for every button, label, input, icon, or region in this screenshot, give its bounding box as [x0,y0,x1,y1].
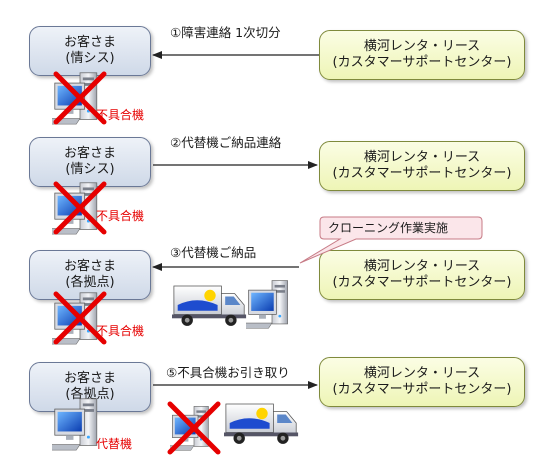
customer-box-3: お客さま (各拠点) [29,250,151,300]
arrow-label-3: ③代替機ご納品 [170,245,257,260]
customer-dept: (情シス) [65,162,115,177]
customer-box-1: お客さま (情シス) [29,26,151,76]
customer-dept: (各拠点) [65,275,115,290]
arrow-label-4: ⑤不具合機お引き取り [166,365,290,380]
arrow-left-1 [152,51,319,59]
partner-box-3: 横河レンタ・リース (カスタマーサポートセンター) [319,250,525,300]
partner-box-4: 横河レンタ・リース (カスタマーサポートセンター) [319,357,525,407]
customer-name: お客さま [63,145,116,161]
replacement-pc-icon [246,278,298,330]
partner-dept: (カスタマーサポートセンター) [332,275,512,290]
partner-box-2: 横河レンタ・リース (カスタマーサポートセンター) [319,141,525,191]
partner-dept: (カスタマーサポートセンター) [332,382,512,397]
arrow-left-3 [152,263,299,271]
partner-name: 横河レンタ・リース [363,258,481,274]
callout-text: クローニング作業実施 [328,221,449,235]
arrow-right-2 [153,161,318,169]
partner-name: 横河レンタ・リース [363,38,481,54]
pc-status-label-1: 不具合機 [96,108,145,122]
partner-name: 横河レンタ・リース [363,365,481,381]
delivery-truck-icon [172,282,248,328]
arrow-label-1: ①障害連絡 1次切分 [170,25,281,40]
pc-status-label-4: 代替機 [96,437,133,451]
cross-icon [50,288,110,348]
customer-name: お客さま [63,34,116,50]
customer-dept: (各拠点) [65,387,115,402]
customer-dept: (情シス) [65,51,115,66]
arrow-right-4 [153,381,318,389]
customer-name: お客さま [63,258,116,274]
partner-dept: (カスタマーサポートセンター) [332,166,512,181]
partner-dept: (カスタマーサポートセンター) [332,55,512,70]
customer-name: お客さま [63,370,116,386]
partner-name: 横河レンタ・リース [363,149,481,165]
arrow-label-2: ②代替機ご納品連絡 [170,135,282,150]
pc-status-label-2: 不具合機 [96,209,145,223]
cross-icon [164,398,224,458]
pickup-truck-icon [224,400,300,446]
callout-bubble [299,216,483,264]
partner-box-1: 横河レンタ・リース (カスタマーサポートセンター) [319,30,525,80]
pc-status-label-3: 不具合機 [96,324,145,338]
